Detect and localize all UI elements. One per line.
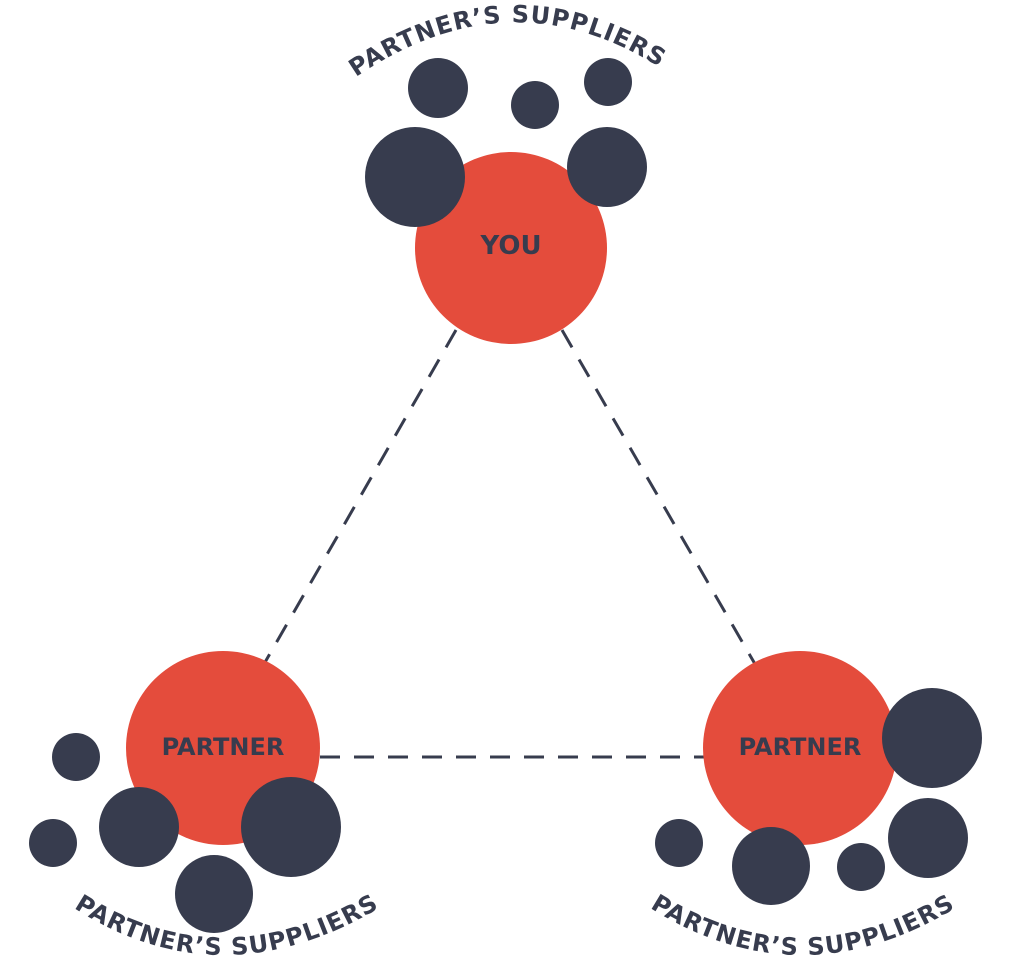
link-you-partner-right — [560, 329, 757, 665]
supplier-circle — [511, 81, 559, 129]
connections — [262, 329, 757, 759]
supplier-circle — [99, 787, 179, 867]
you-cluster: YOU — [365, 58, 647, 344]
supplier-circle — [29, 819, 77, 867]
partner-left-label: PARTNER — [162, 733, 285, 761]
supplier-circle — [584, 58, 632, 106]
supplier-circle — [888, 798, 968, 878]
supplier-circle — [732, 827, 810, 905]
supplier-circle — [241, 777, 341, 877]
supplier-circle — [52, 733, 100, 781]
supplier-circle — [882, 688, 982, 788]
suppliers-label-bottom-right: PARTNER’S SUPPLIERS — [647, 889, 960, 962]
link-you-partner-left — [262, 329, 458, 665]
supplier-circle — [837, 843, 885, 891]
you-label: YOU — [479, 231, 541, 261]
supplier-circle — [567, 127, 647, 207]
supplier-circle — [175, 855, 253, 933]
partner-right-node — [703, 651, 897, 845]
partner-right-label: PARTNER — [739, 733, 862, 761]
supplier-circle — [408, 58, 468, 118]
supplier-circle — [655, 819, 703, 867]
suppliers-label-bottom-right-path: PARTNER’S SUPPLIERS — [647, 889, 959, 962]
partner-left-cluster: PARTNER — [29, 651, 341, 933]
partner-right-cluster: PARTNER — [655, 651, 982, 905]
supplier-circle — [365, 127, 465, 227]
you-node — [415, 152, 607, 344]
